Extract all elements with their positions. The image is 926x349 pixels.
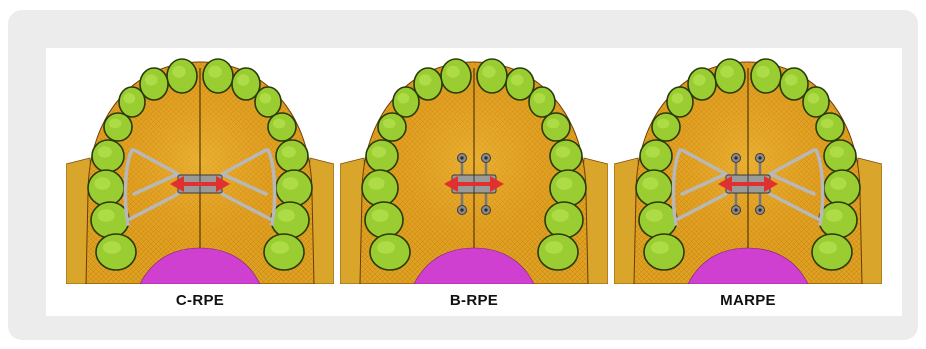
right-tooth-4-shine <box>273 119 286 129</box>
c-rpe-model <box>66 54 334 284</box>
c-rpe-label: C-RPE <box>66 292 334 309</box>
right-tooth-7-shine <box>552 209 569 222</box>
marpe-maxilla-model <box>614 54 882 284</box>
left-tooth-2-shine <box>693 74 706 85</box>
left-tooth-8-shine <box>651 241 669 254</box>
b-rpe-label: B-RPE <box>340 292 608 309</box>
mini-implant-2-slot <box>758 156 761 159</box>
right-tooth-3-shine <box>534 93 546 104</box>
left-tooth-1-shine <box>172 66 186 78</box>
marpe-label: MARPE <box>614 292 882 309</box>
left-tooth-5-shine <box>98 146 112 157</box>
figure-panel-area: C-RPE B-RPE MARPE <box>46 48 902 316</box>
right-tooth-2-shine <box>237 74 250 85</box>
right-tooth-3-shine <box>808 93 820 104</box>
right-tooth-6-shine <box>282 177 298 190</box>
right-tooth-4-shine <box>821 119 834 129</box>
mini-implant-3-slot <box>460 208 463 211</box>
right-tooth-2-shine <box>785 74 798 85</box>
right-tooth-6-shine <box>830 177 846 190</box>
right-tooth-8-shine <box>271 241 289 254</box>
right-tooth-3-shine <box>260 93 272 104</box>
right-tooth-7-shine <box>826 209 843 222</box>
left-tooth-7-shine <box>98 209 115 222</box>
left-tooth-3-shine <box>672 93 684 104</box>
left-tooth-1-shine <box>446 66 460 78</box>
right-tooth-8-shine <box>819 241 837 254</box>
right-tooth-2-shine <box>511 74 524 85</box>
left-tooth-5-shine <box>646 146 660 157</box>
mini-implant-3-slot <box>734 208 737 211</box>
b-rpe-maxilla-model <box>340 54 608 284</box>
left-tooth-5-shine <box>372 146 386 157</box>
left-tooth-6-shine <box>94 177 110 190</box>
mini-implant-2-slot <box>484 156 487 159</box>
left-tooth-2-shine <box>145 74 158 85</box>
left-tooth-4-shine <box>109 119 122 129</box>
left-tooth-8-shine <box>103 241 121 254</box>
right-tooth-7-shine <box>278 209 295 222</box>
left-tooth-3-shine <box>124 93 136 104</box>
right-tooth-8-shine <box>545 241 563 254</box>
right-tooth-1-shine <box>208 66 222 78</box>
left-tooth-3-shine <box>398 93 410 104</box>
mini-implant-4-slot <box>484 208 487 211</box>
right-tooth-1-shine <box>756 66 770 78</box>
mini-implant-1-slot <box>734 156 737 159</box>
mini-implant-4-slot <box>758 208 761 211</box>
left-tooth-4-shine <box>657 119 670 129</box>
left-tooth-2-shine <box>419 74 432 85</box>
left-tooth-8-shine <box>377 241 395 254</box>
right-tooth-4-shine <box>547 119 560 129</box>
left-tooth-7-shine <box>372 209 389 222</box>
left-tooth-4-shine <box>383 119 396 129</box>
marpe-model <box>614 54 882 284</box>
right-tooth-5-shine <box>830 146 844 157</box>
left-tooth-6-shine <box>642 177 658 190</box>
right-tooth-5-shine <box>282 146 296 157</box>
right-tooth-5-shine <box>556 146 570 157</box>
right-tooth-6-shine <box>556 177 572 190</box>
b-rpe-model <box>340 54 608 284</box>
left-tooth-7-shine <box>646 209 663 222</box>
left-tooth-6-shine <box>368 177 384 190</box>
mini-implant-1-slot <box>460 156 463 159</box>
c-rpe-maxilla-model <box>66 54 334 284</box>
right-tooth-1-shine <box>482 66 496 78</box>
left-tooth-1-shine <box>720 66 734 78</box>
